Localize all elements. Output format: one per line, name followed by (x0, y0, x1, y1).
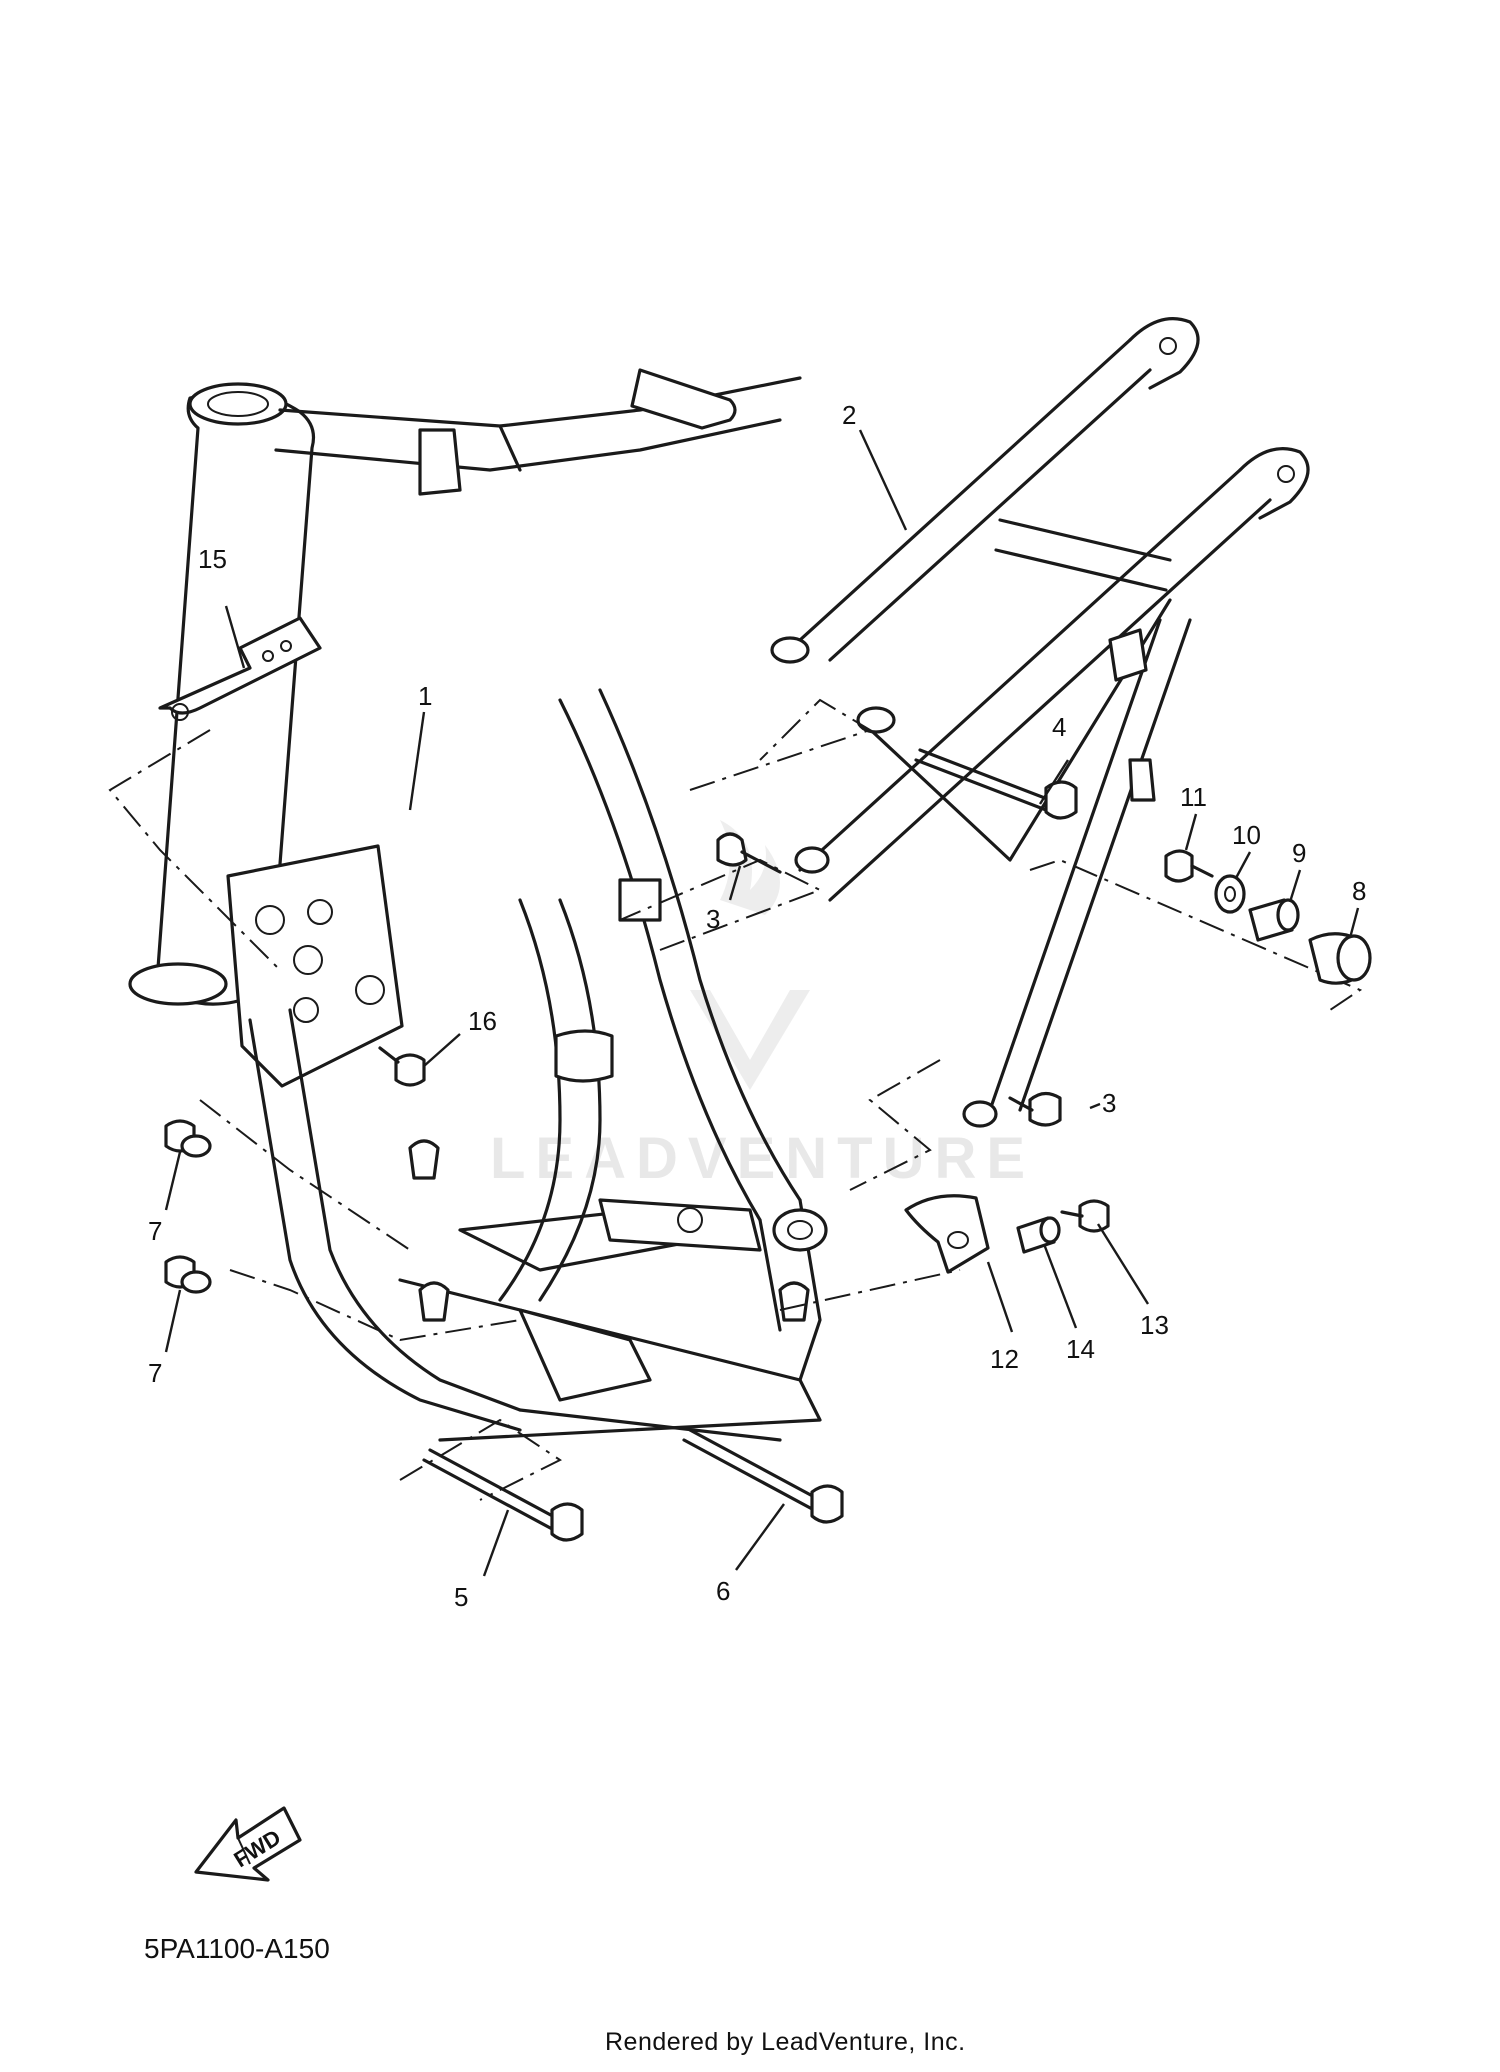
part-8-collar (1308, 932, 1372, 985)
rear-subframe (770, 317, 1310, 1128)
callout-2: 2 (842, 400, 856, 430)
part-13-bolt (1060, 1199, 1110, 1233)
callout-9: 9 (1292, 838, 1306, 868)
part-3-bolt-upper (716, 832, 782, 874)
part-6-bolt (682, 1428, 844, 1524)
part-3-bolt-lower (1008, 1091, 1062, 1127)
part-4-long-bolt (914, 748, 1078, 820)
callout-7-lower: 7 (148, 1358, 162, 1388)
part-16-bolt (378, 1046, 426, 1087)
part-12-holder (904, 1194, 990, 1274)
callout-7-upper: 7 (148, 1216, 162, 1246)
part-11-bolt (1164, 849, 1214, 883)
callout-8: 8 (1352, 876, 1366, 906)
assembly-lines (108, 698, 1363, 1501)
callout-15: 15 (198, 544, 227, 574)
render-credit: Rendered by LeadVenture, Inc. (605, 2028, 966, 2056)
part-9-spacer (1248, 898, 1300, 942)
part-10-washer (1214, 874, 1246, 914)
callout-6: 6 (716, 1576, 730, 1606)
callout-3-upper: 3 (706, 904, 720, 934)
part-14-collar (1016, 1216, 1061, 1254)
callout-11: 11 (1180, 782, 1207, 812)
part-15-bracket (158, 616, 322, 721)
callout-5: 5 (454, 1582, 468, 1612)
callout-3-lower: 3 (1102, 1088, 1116, 1118)
watermark-text: LEADVENTURE (490, 1126, 1035, 1191)
callout-14: 14 (1066, 1334, 1095, 1364)
watermark-logo: LEADVENTURE (490, 820, 1035, 1191)
callout-16: 16 (468, 1006, 497, 1036)
part-7-nut-upper (164, 1119, 212, 1158)
callout-12: 12 (990, 1344, 1019, 1374)
part-5-bolt (422, 1448, 584, 1542)
diagram-code: 5PA1100-A150 (144, 1933, 330, 1964)
callout-13: 13 (1140, 1310, 1169, 1340)
part-7-nut-lower (164, 1255, 212, 1294)
leader-lines (164, 429, 1360, 1577)
callout-4: 4 (1052, 712, 1066, 742)
callout-10: 10 (1232, 820, 1261, 850)
main-frame (128, 368, 828, 1442)
callout-labels: 1 2 3 3 4 5 6 7 7 8 9 10 11 12 13 14 15 … (148, 400, 1366, 1612)
fwd-arrow-icon: FWD (194, 1806, 302, 1882)
callout-1: 1 (418, 681, 432, 711)
